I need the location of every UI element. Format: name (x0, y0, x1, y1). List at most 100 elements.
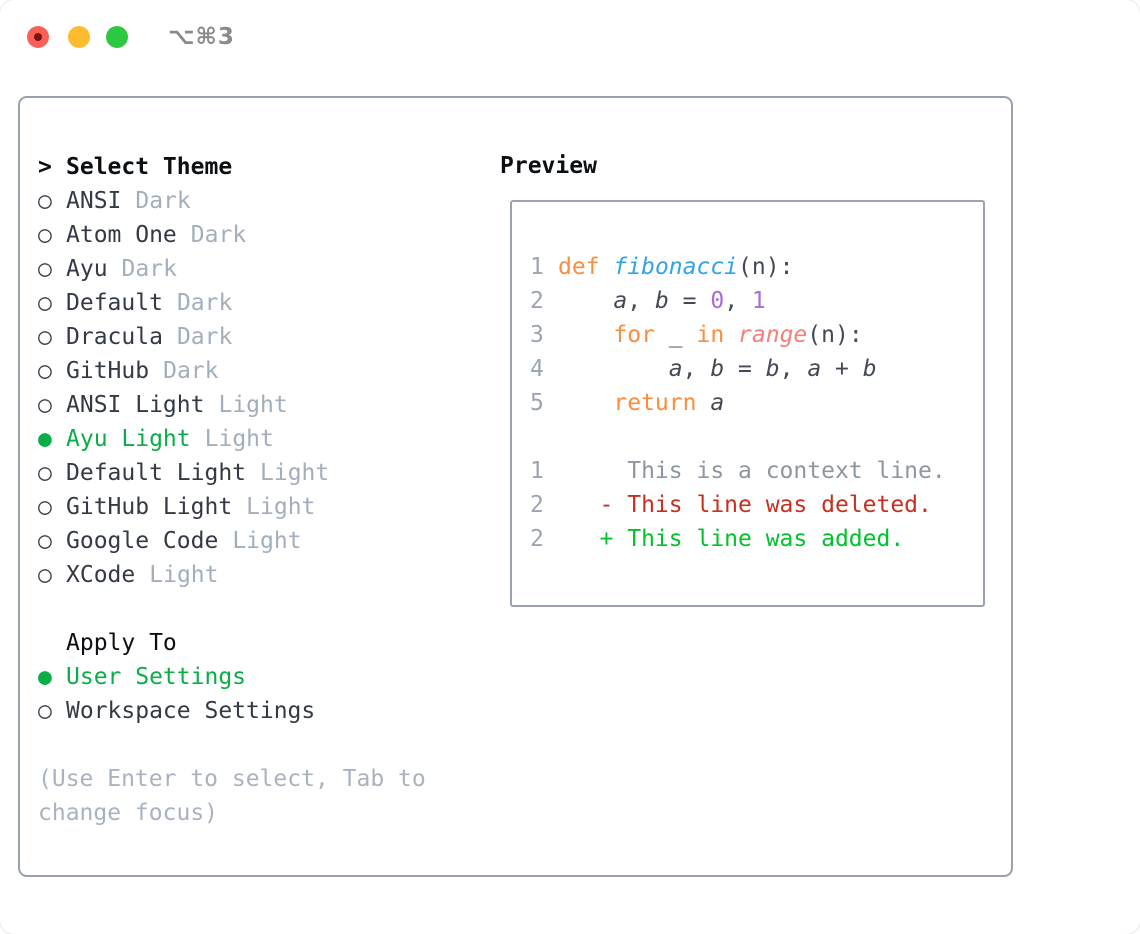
code-token (600, 254, 614, 280)
theme-name: ANSI Light (66, 392, 205, 418)
theme-item[interactable]: ○ Ayu Dark (38, 252, 426, 286)
window-title-shortcut: ⌥⌘3 (168, 24, 235, 50)
theme-variant: Light (232, 528, 302, 554)
apply-to-list: ●User Settings ○ Workspace Settings (38, 660, 426, 728)
radio-icon: ○ (38, 528, 52, 554)
code-token: This is a context line. (558, 458, 946, 484)
code-token: b (710, 356, 725, 382)
theme-name: Google Code (66, 528, 219, 554)
code-token (558, 288, 613, 314)
spacer (38, 728, 426, 762)
hint-text-line1: (Use Enter to select, Tab to (38, 766, 426, 792)
theme-item[interactable]: ○ ANSI Light Light (38, 388, 426, 422)
code-token (558, 322, 613, 348)
radio-icon: ○ (38, 358, 52, 384)
line-number: 5 (530, 390, 544, 416)
code-token: return (613, 390, 697, 416)
radio-icon: ○ (38, 460, 52, 486)
line-number: 2 (530, 526, 544, 552)
code-token: for (613, 322, 655, 348)
apply-option[interactable]: ○ Workspace Settings (38, 694, 426, 728)
theme-variant: Dark (176, 290, 233, 316)
code-token: b (765, 356, 780, 382)
code-token: in (696, 322, 725, 348)
code-token: (n): (807, 322, 863, 348)
code-token: a (710, 390, 725, 416)
theme-item[interactable]: ○ GitHub Dark (38, 354, 426, 388)
code-line: 2 + This line was added. (530, 522, 946, 556)
theme-variant: Light (260, 460, 330, 486)
radio-icon: ○ (38, 494, 52, 520)
spacer (38, 592, 426, 626)
close-dot-icon (34, 33, 42, 41)
code-token: 0 (710, 288, 725, 314)
code-token: b (862, 356, 877, 382)
code-token: = (724, 356, 766, 382)
radio-icon: ○ (38, 188, 52, 214)
theme-variant: Light (218, 392, 288, 418)
code-token: , (682, 356, 711, 382)
radio-icon: ● (38, 664, 52, 690)
code-token: , (779, 356, 808, 382)
theme-item[interactable]: ● Ayu Light Light (38, 422, 426, 456)
maximize-button[interactable] (106, 26, 128, 48)
theme-name: Ayu Light (66, 426, 191, 452)
theme-name: ANSI (66, 188, 122, 214)
line-number: 4 (530, 356, 544, 382)
code-token: a (613, 288, 628, 314)
radio-icon: ● (38, 426, 52, 452)
code-token: _ (654, 322, 697, 348)
theme-variant: Dark (190, 222, 247, 248)
code-line: 1 This is a context line. (530, 454, 946, 488)
theme-name: XCode (66, 562, 136, 588)
select-theme-header-label: Select Theme (66, 154, 233, 180)
code-token (724, 322, 738, 348)
radio-icon: ○ (38, 392, 52, 418)
theme-variant: Dark (121, 256, 177, 282)
theme-variant: Dark (163, 358, 219, 384)
select-theme-header: >Select Theme (38, 150, 426, 184)
code-line: 2 a, b = 0, 1 (530, 284, 946, 318)
code-token: b (654, 288, 669, 314)
theme-variant: Light (149, 562, 219, 588)
radio-icon: ○ (38, 698, 52, 724)
theme-variant: Light (204, 426, 274, 452)
minimize-button[interactable] (68, 26, 90, 48)
code-token: def (558, 254, 600, 280)
code-token: (n): (738, 254, 794, 280)
code-token: + (821, 356, 863, 382)
apply-option-label: Workspace Settings (66, 698, 316, 724)
hint-text-line2: change focus) (38, 800, 219, 826)
close-button[interactable] (27, 26, 49, 48)
theme-item[interactable]: ○ Dracula Dark (38, 320, 426, 354)
theme-item[interactable]: ○ ANSI Dark (38, 184, 426, 218)
theme-name: Atom One (66, 222, 177, 248)
radio-icon: ○ (38, 290, 52, 316)
theme-variant: Light (246, 494, 316, 520)
line-number: 1 (530, 254, 544, 280)
theme-name: GitHub (66, 358, 150, 384)
code-line: 2 - This line was deleted. (530, 488, 946, 522)
apply-option[interactable]: ●User Settings (38, 660, 426, 694)
code-token: = (668, 288, 711, 314)
theme-name: Dracula (66, 324, 163, 350)
code-token: 1 (751, 288, 766, 314)
radio-icon: ○ (38, 324, 52, 350)
theme-item[interactable]: ○ Google Code Light (38, 524, 426, 558)
radio-icon: ○ (38, 256, 52, 282)
theme-name: Ayu (66, 256, 108, 282)
preview-header: Preview (500, 153, 597, 179)
theme-variant: Dark (135, 188, 191, 214)
theme-variant: Dark (176, 324, 233, 350)
code-token: - This line was deleted. (558, 492, 932, 518)
